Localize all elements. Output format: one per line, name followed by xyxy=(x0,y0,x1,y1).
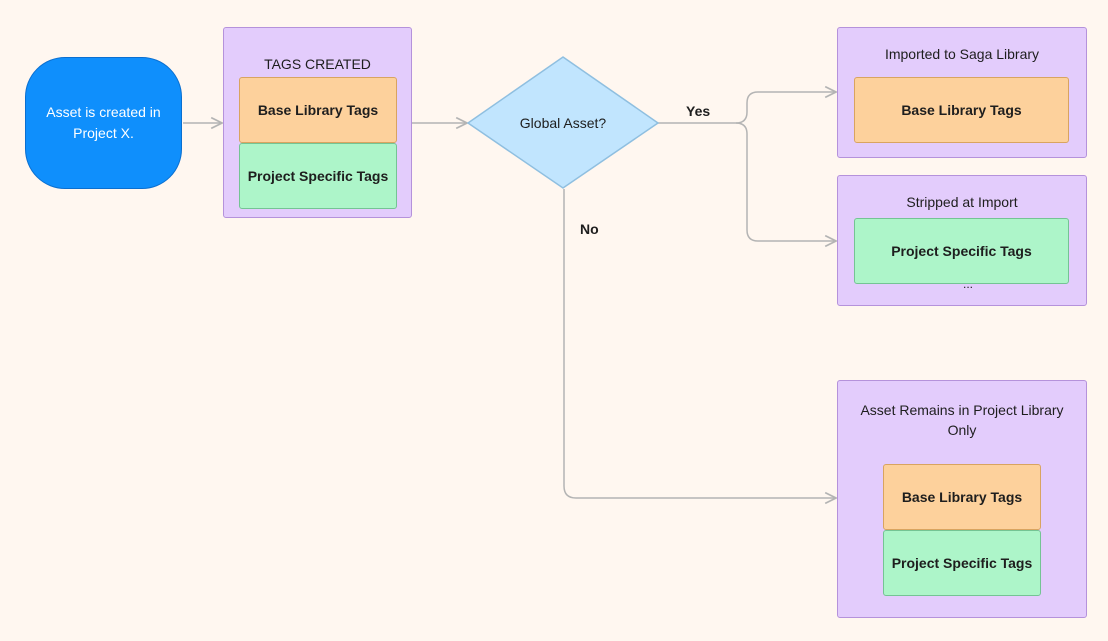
imported-base-library-tags: Base Library Tags xyxy=(854,77,1069,143)
base-library-tags: Base Library Tags xyxy=(239,77,397,143)
project-specific-tags: Project Specific Tags xyxy=(239,143,397,209)
stripped-group: Stripped at Import Project Specific Tags… xyxy=(837,175,1087,306)
decision-label: Global Asset? xyxy=(519,114,607,131)
connector-yes-to-imported xyxy=(658,92,836,124)
connector-no-to-remains xyxy=(563,189,836,498)
imported-title: Imported to Saga Library xyxy=(884,46,1040,62)
remains-base-library-tags: Base Library Tags xyxy=(883,464,1041,530)
connector-yes-to-stripped xyxy=(735,122,836,241)
stripped-project-specific-tags: Project Specific Tags xyxy=(854,218,1069,284)
edge-label-yes: Yes xyxy=(686,103,711,119)
decision-diamond xyxy=(466,56,660,189)
stripped-ellipsis: ... xyxy=(963,277,974,291)
edge-label-no: No xyxy=(580,221,599,237)
remains-title: Asset Remains in Project Library Only xyxy=(860,402,1064,438)
start-node-label: Asset is created in Project X. xyxy=(46,104,161,141)
tags-created-group: TAGS CREATED Base Library Tags Project S… xyxy=(223,27,412,218)
imported-group: Imported to Saga Library Base Library Ta… xyxy=(837,27,1087,158)
remains-group: Asset Remains in Project Library Only Ba… xyxy=(837,380,1087,618)
start-node: Asset is created in Project X. xyxy=(25,57,182,189)
tags-created-title: TAGS CREATED xyxy=(264,56,371,72)
stripped-title: Stripped at Import xyxy=(906,194,1018,210)
remains-project-specific-tags: Project Specific Tags xyxy=(883,530,1041,596)
